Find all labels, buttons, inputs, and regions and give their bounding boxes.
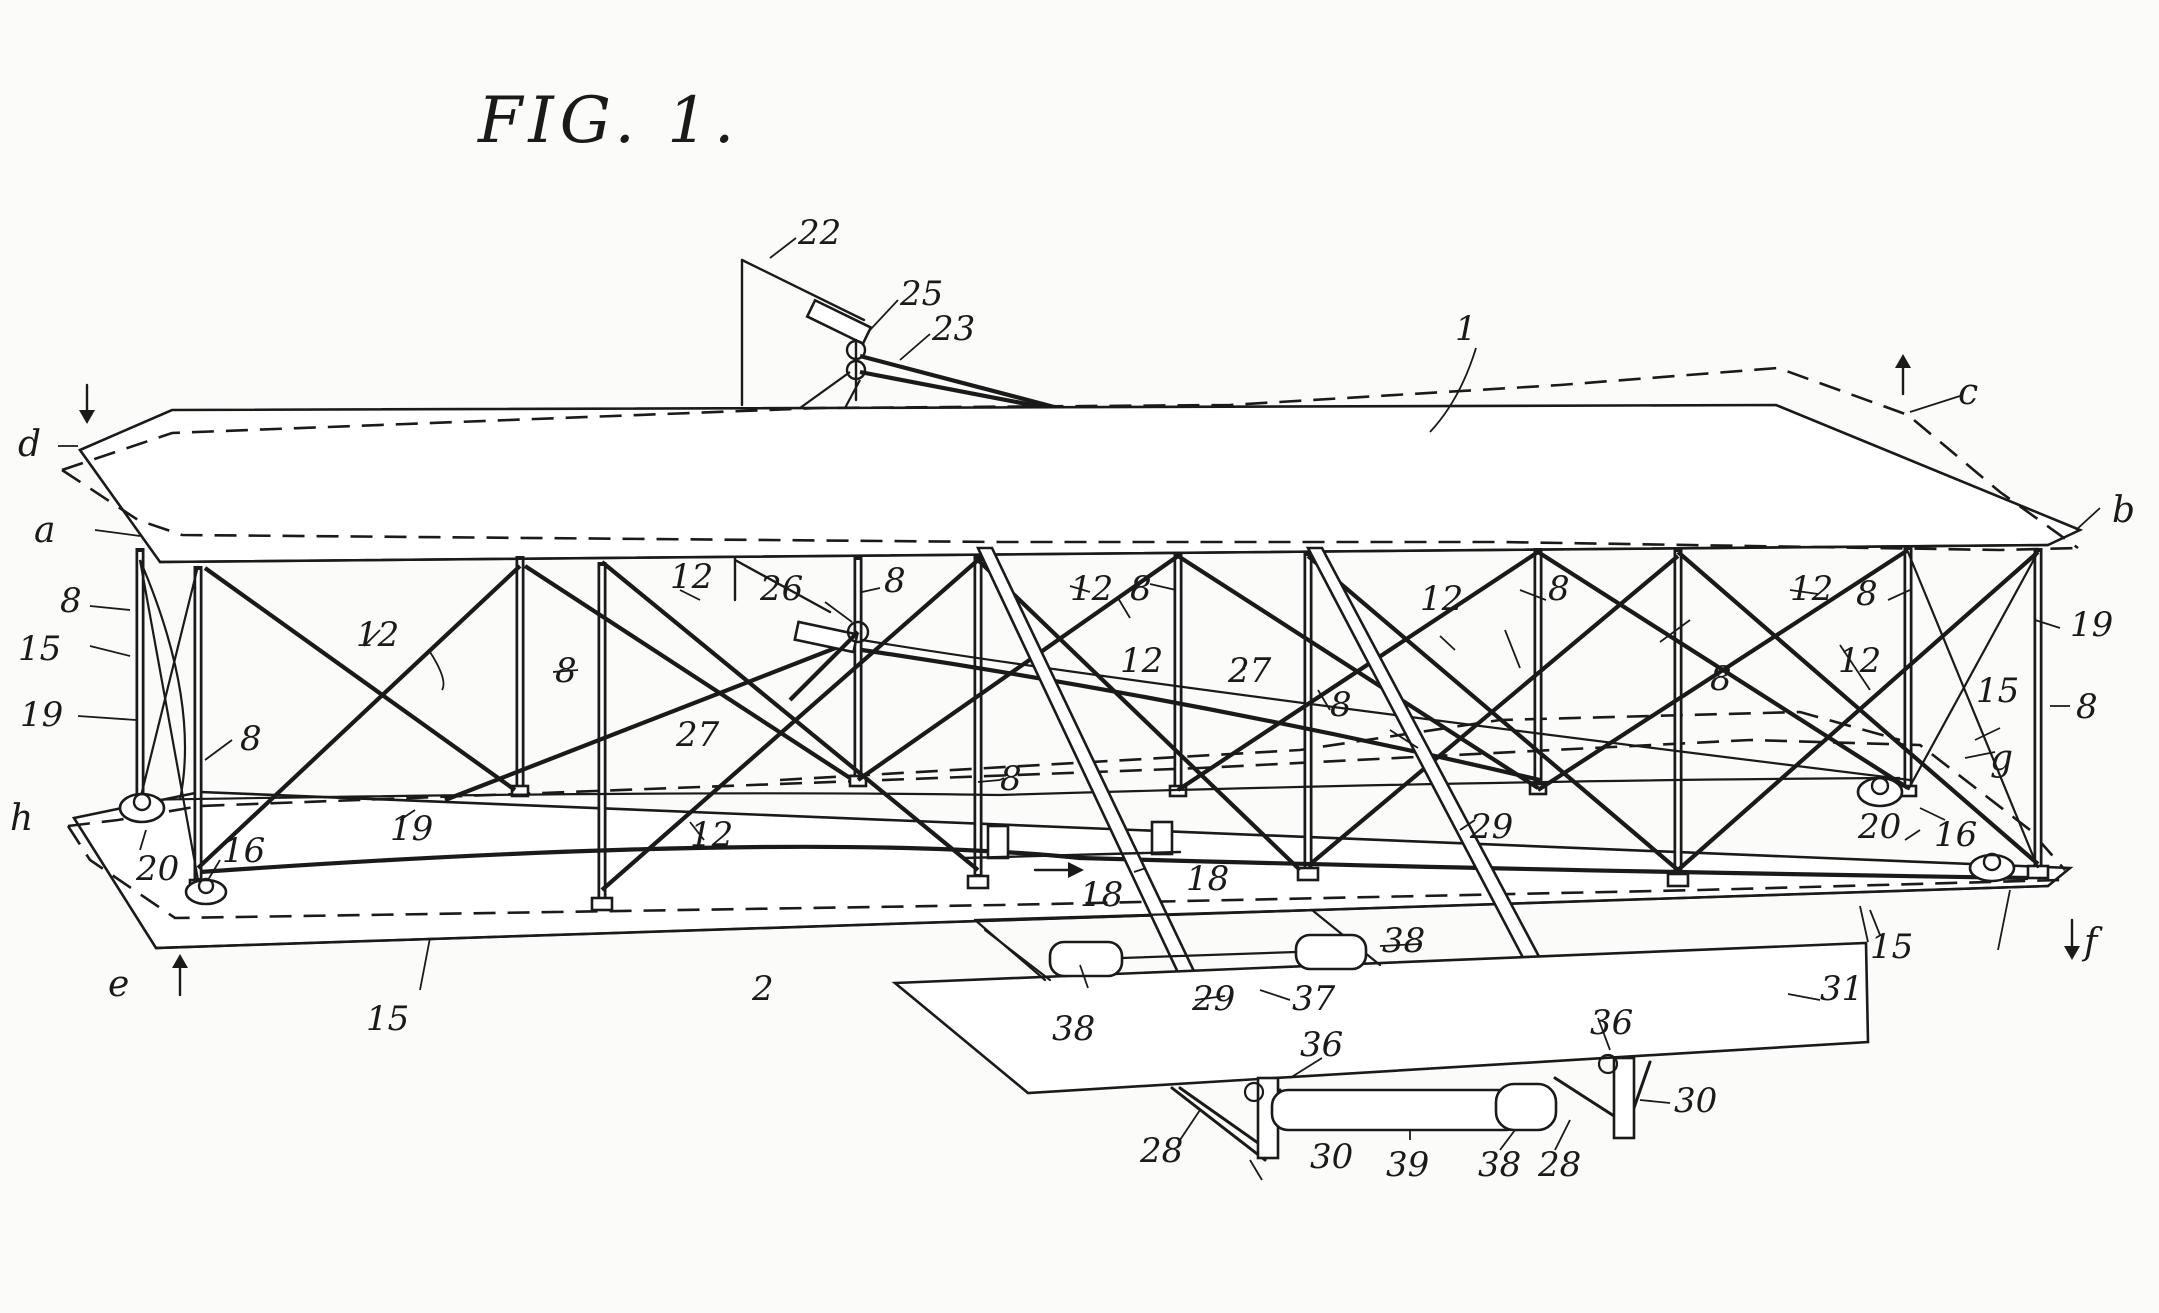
label-12-b: 12: [1070, 569, 1113, 609]
label-30-a: 30: [1674, 1081, 1717, 1121]
label-23: 23: [931, 309, 975, 349]
label-36-b: 36: [1590, 1003, 1633, 1043]
label-25: 25: [899, 274, 943, 314]
label-28-b: 28: [1537, 1145, 1581, 1185]
label-15-d: 15: [366, 999, 409, 1039]
letter-a: a: [34, 510, 55, 551]
label-8-k: 8: [1000, 759, 1022, 799]
label-12-a: 12: [670, 557, 713, 597]
label-20-b: 20: [1857, 807, 1901, 847]
label-27-b: 27: [1227, 651, 1272, 691]
label-27-a: 27: [675, 715, 720, 755]
label-15-b: 15: [1976, 671, 2019, 711]
label-16-b: 16: [1934, 815, 1977, 855]
letter-e: e: [108, 964, 129, 1005]
letter-d: d: [18, 424, 41, 465]
label-38-b: 38: [1382, 921, 1425, 961]
label-19-d: 19: [390, 809, 433, 849]
label-37: 37: [1292, 979, 1336, 1019]
label-22: 22: [797, 213, 841, 253]
upper-plane: [80, 405, 2080, 562]
label-26: 26: [759, 569, 803, 609]
label-8-a: 8: [884, 561, 906, 601]
label-8-h: 8: [1330, 685, 1352, 725]
label-12-c: 12: [1420, 579, 1463, 619]
letter-b: b: [2112, 490, 2135, 531]
label-19-b: 19: [20, 695, 63, 735]
figure-title: FIG. 1.: [477, 84, 740, 158]
label-29-a: 29: [1469, 807, 1513, 847]
label-15-c: 15: [1870, 927, 1913, 967]
label-39: 39: [1386, 1145, 1429, 1185]
label-12-f: 12: [1120, 641, 1163, 681]
label-31: 31: [1820, 969, 1863, 1009]
label-8-j: 8: [2076, 687, 2098, 727]
letter-g: g: [1990, 738, 2013, 779]
label-8-b: 8: [1130, 569, 1152, 609]
label-8-g: 8: [555, 651, 577, 691]
label-1: 1: [1455, 309, 1477, 349]
label-8-f: 8: [240, 719, 262, 759]
letter-c: c: [1958, 372, 1978, 413]
rudder-hinge-and-brace: [800, 300, 1058, 410]
letter-f: f: [2081, 922, 2103, 963]
label-15-a: 15: [18, 629, 61, 669]
label-36-a: 36: [1300, 1025, 1343, 1065]
label-8-e: 8: [60, 581, 82, 621]
label-8-d: 8: [1856, 574, 1878, 614]
label-18-a: 18: [1080, 875, 1123, 915]
label-12-d: 12: [1790, 569, 1833, 609]
label-30-b: 30: [1310, 1137, 1353, 1177]
label-8-c: 8: [1548, 569, 1570, 609]
label-18-b: 18: [1186, 859, 1229, 899]
label-12-h: 12: [690, 815, 733, 855]
label-2: 2: [751, 969, 774, 1009]
label-20-a: 20: [135, 849, 179, 889]
label-28-a: 28: [1139, 1131, 1183, 1171]
label-38-a: 38: [1052, 1009, 1095, 1049]
label-38-c: 38: [1478, 1145, 1521, 1185]
label-12-e: 12: [356, 615, 399, 655]
label-16-a: 16: [222, 831, 265, 871]
letter-h: h: [10, 798, 33, 839]
label-8-i: 8: [1710, 659, 1732, 699]
label-29-b: 29: [1191, 979, 1235, 1019]
label-12-g: 12: [1838, 641, 1881, 681]
label-19-a: 19: [2070, 605, 2113, 645]
